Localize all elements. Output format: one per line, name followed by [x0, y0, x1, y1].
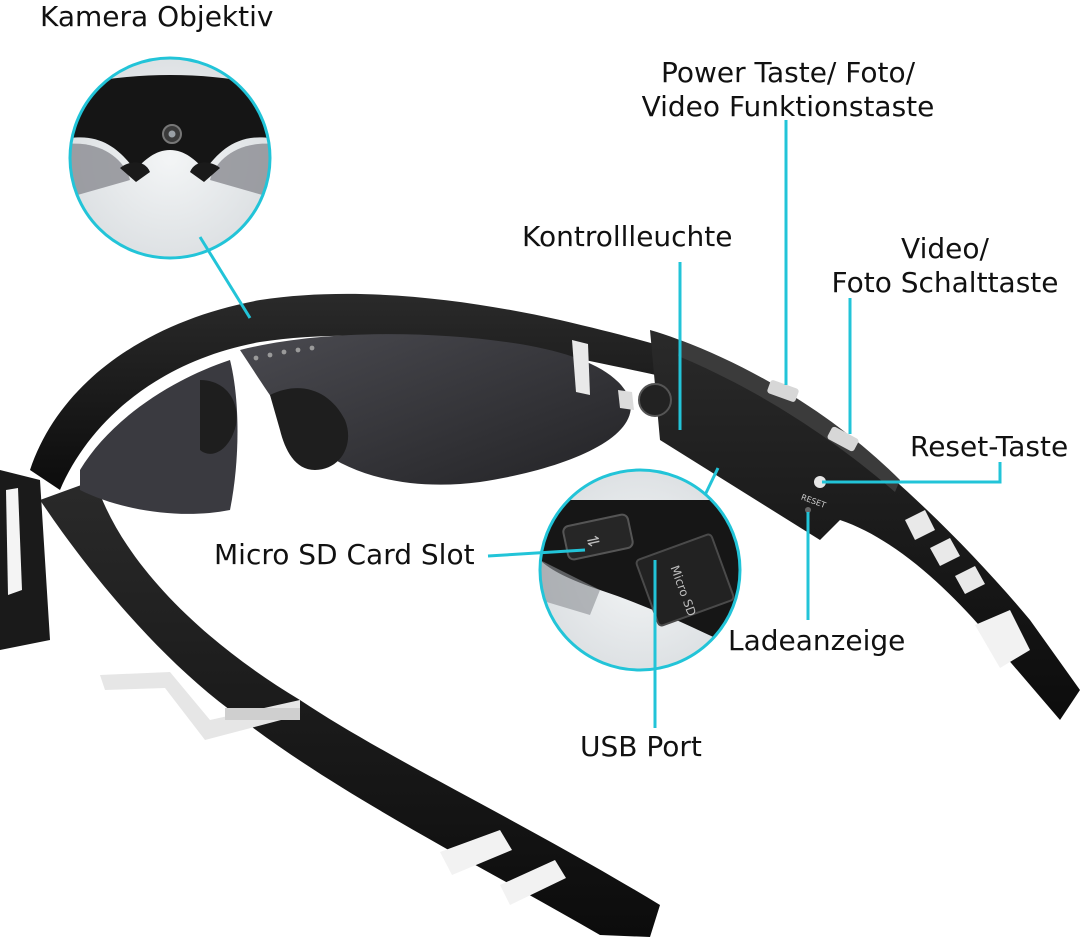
mode-button[interactable] — [826, 426, 859, 452]
label-ladeanzeige: Ladeanzeige — [728, 624, 906, 657]
glasses-frame: RESET — [0, 293, 1080, 937]
power-button[interactable] — [767, 379, 800, 402]
callout-lines — [198, 120, 1002, 728]
label-micro-sd-card-slot: Micro SD Card Slot — [214, 538, 475, 571]
camera-inset — [68, 56, 272, 260]
callout-microsd — [487, 548, 586, 558]
label-reset-taste: Reset-Taste — [910, 430, 1069, 463]
indicator-led — [805, 507, 811, 513]
label-kamera-objektiv: Kamera Objektiv — [40, 0, 274, 33]
callout-port-inset — [703, 467, 720, 496]
svg-text:⇌: ⇌ — [585, 530, 602, 551]
label-video-foto-schalttaste: Video/ Foto Schalttaste — [831, 232, 1059, 299]
label-power-taste: Power Taste/ Foto/ Video Funktionstaste — [641, 56, 935, 123]
port-inset: ⇌ Micro SD — [538, 468, 742, 672]
callout-reset — [822, 462, 1002, 484]
callout-kamera — [198, 236, 252, 319]
reset-hole[interactable] — [814, 476, 826, 488]
label-usb-port: USB Port — [580, 730, 702, 763]
label-kontrollleuchte: Kontrollleuchte — [522, 220, 733, 253]
